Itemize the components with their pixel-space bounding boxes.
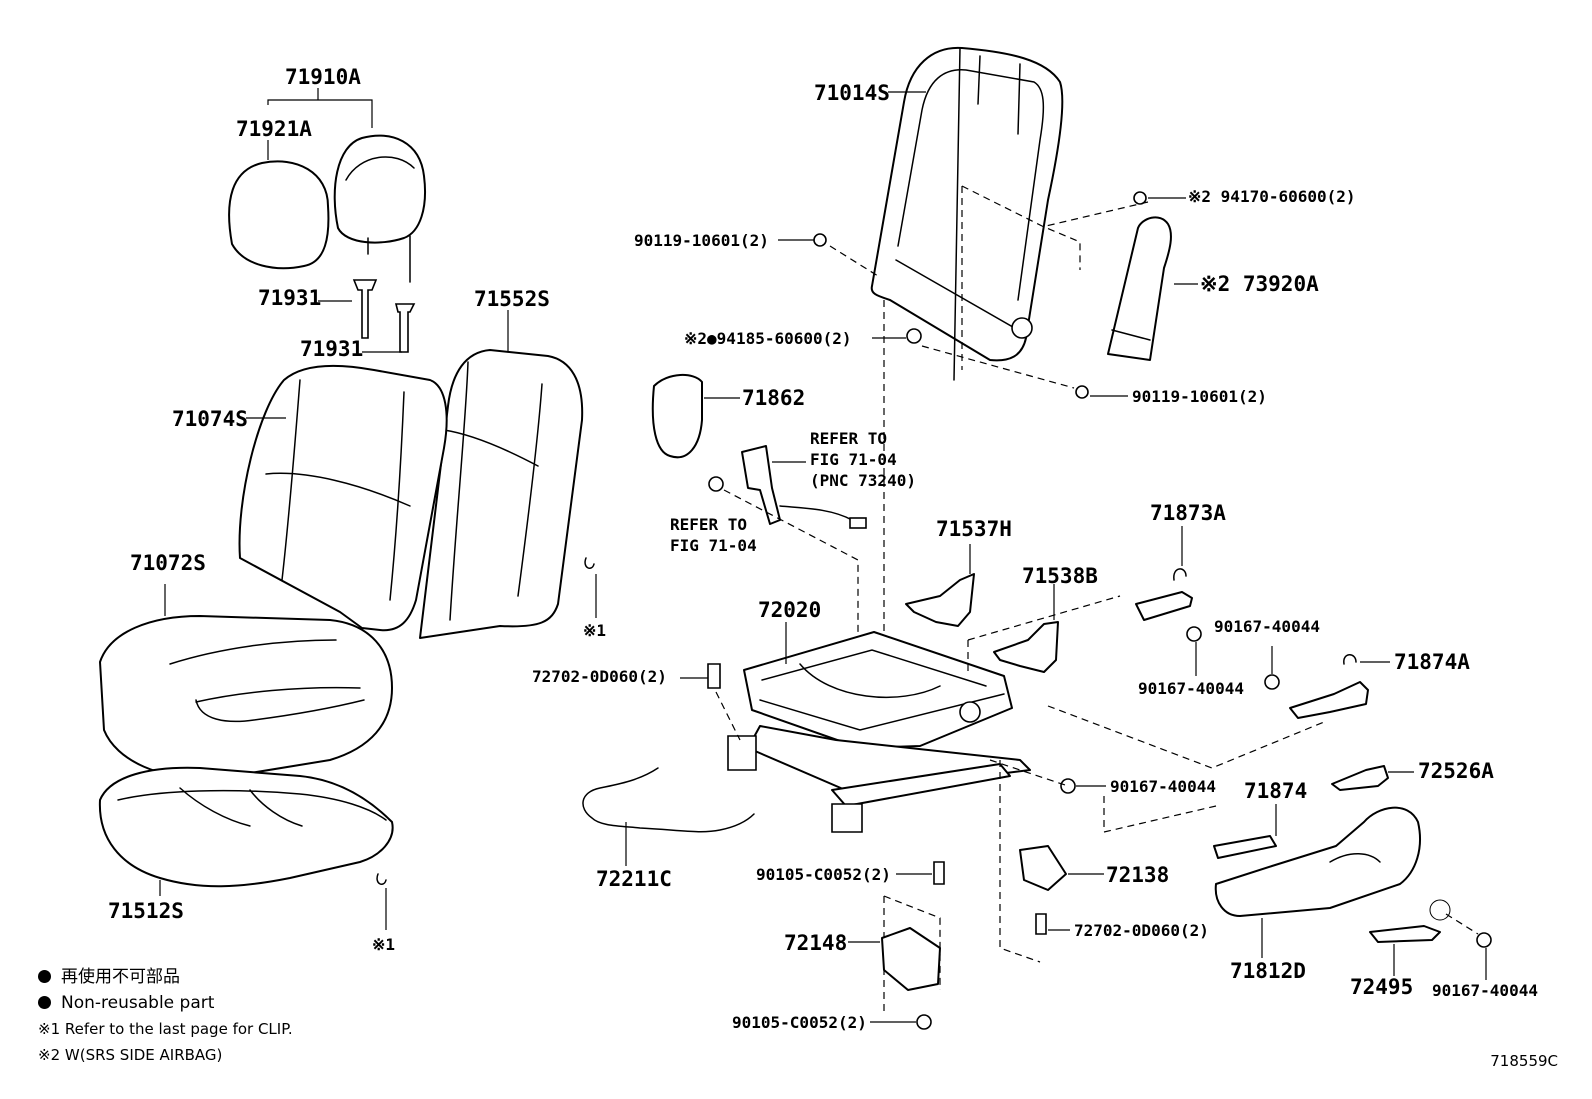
callout-90167-c: 90167-40044 [1110, 777, 1216, 796]
lever-71874 [1213, 835, 1277, 859]
callout-94185-60600: ※2●94185-60600(2) [684, 329, 852, 348]
callout-71910A: 71910A [285, 65, 361, 89]
refer-belt-line3: (PNC 73240) [810, 471, 916, 490]
callout-71537H: 71537H [936, 517, 1012, 541]
legend: 再使用不可部品 Non-reusable part ※1 Refer to th… [38, 964, 293, 1068]
bracket-72148 [881, 927, 941, 991]
seat-cushion-frame [680, 622, 1031, 833]
airbag-cover [1107, 191, 1198, 361]
callout-71072S: 71072S [130, 551, 206, 575]
headrest-rear [333, 134, 426, 244]
wire-harness [582, 767, 755, 866]
callout-72702-lower: 72702-0D060(2) [1074, 921, 1209, 940]
seat-belt-buckle [741, 445, 781, 525]
lever-71874A [1289, 681, 1369, 719]
callout-72138: 72138 [1106, 863, 1169, 887]
callout-90167-b: 90167-40044 [1138, 679, 1244, 698]
center-lower-hardware [848, 759, 1106, 1030]
callout-90167-d: 90167-40044 [1432, 981, 1538, 1000]
callout-clip-1b: ※1 [372, 935, 395, 954]
callout-72148: 72148 [784, 931, 847, 955]
seat-cushion-cover [98, 557, 597, 930]
bracket-71873A [1135, 591, 1193, 621]
headrest-guide-2 [394, 303, 416, 353]
lever-72495 [1369, 925, 1441, 943]
headrest-front [228, 160, 330, 270]
right-side-parts [905, 526, 1492, 980]
knob-72526A [1331, 765, 1389, 791]
legend-jp: 再使用不可部品 [61, 967, 180, 987]
callout-72495: 72495 [1350, 975, 1413, 999]
seat-rail-right [831, 763, 1011, 807]
callout-71538B: 71538B [1022, 564, 1098, 588]
part-number-callouts: 71910A 71921A 71931 71931 71552S 71074S … [108, 65, 1538, 1032]
belt-buckle-group [651, 374, 867, 640]
headrest-assembly [228, 88, 426, 353]
callout-71873A: 71873A [1150, 501, 1226, 525]
refer-belt-line1: REFER TO [810, 429, 887, 448]
callout-90105-upper: 90105-C0052(2) [756, 865, 891, 884]
cover-71537H [905, 573, 975, 627]
callout-90167-a: 90167-40044 [1214, 617, 1320, 636]
seat-cushion-pad [98, 766, 394, 888]
seat-back-cushion [238, 364, 448, 632]
refer-belt-line2: FIG 71-04 [810, 450, 897, 469]
callout-71552S: 71552S [474, 287, 550, 311]
callout-71014S: 71014S [814, 81, 890, 105]
callout-90105-lower: 90105-C0052(2) [732, 1013, 867, 1032]
callout-72020: 72020 [758, 598, 821, 622]
center-hardware [778, 185, 1149, 640]
callout-71921A: 71921A [236, 117, 312, 141]
callout-clip-1a: ※1 [583, 621, 606, 640]
callout-72526A: 72526A [1418, 759, 1494, 783]
seat-back-frame [870, 46, 1064, 381]
bracket-72138 [1019, 845, 1067, 891]
callout-90119-upper: 90119-10601(2) [634, 231, 769, 250]
callout-90119-lower: 90119-10601(2) [1132, 387, 1267, 406]
legend-en: Non-reusable part [61, 993, 215, 1013]
callout-71512S: 71512S [108, 899, 184, 923]
callout-71931-upper: 71931 [258, 286, 321, 310]
callout-72702-upper: 72702-0D060(2) [532, 667, 667, 686]
refer-nut-line2: FIG 71-04 [670, 536, 757, 555]
callout-71074S: 71074S [172, 407, 248, 431]
callout-73920A: ※2 73920A [1200, 272, 1319, 296]
callout-71874: 71874 [1244, 779, 1307, 803]
shield-71862 [651, 374, 703, 459]
refer-nut-line1: REFER TO [670, 515, 747, 534]
callout-94170-60600: ※2 94170-60600(2) [1188, 187, 1356, 206]
callout-71862: 71862 [742, 386, 805, 410]
callout-71931-lower: 71931 [300, 337, 363, 361]
bullet-icon [38, 996, 51, 1009]
illustration-id: 718559C [1490, 1052, 1558, 1070]
legend-note1: ※1 Refer to the last page for CLIP. [38, 1020, 293, 1038]
seat-back-cover [238, 310, 584, 639]
bullet-icon [38, 970, 51, 983]
cover-71538B [993, 621, 1059, 673]
shield-71812D [1214, 806, 1421, 917]
reference-notes: REFER TO FIG 71-04 (PNC 73240) REFER TO … [670, 429, 916, 555]
legend-row-jp: 再使用不可部品 [38, 964, 293, 990]
legend-row-en: Non-reusable part [38, 990, 293, 1016]
legend-note2: ※2 W(SRS SIDE AIRBAG) [38, 1046, 223, 1064]
callout-71812D: 71812D [1230, 959, 1306, 983]
headrest-guide-1 [352, 279, 378, 339]
callout-71874A: 71874A [1394, 650, 1470, 674]
callout-72211C: 72211C [596, 867, 672, 891]
